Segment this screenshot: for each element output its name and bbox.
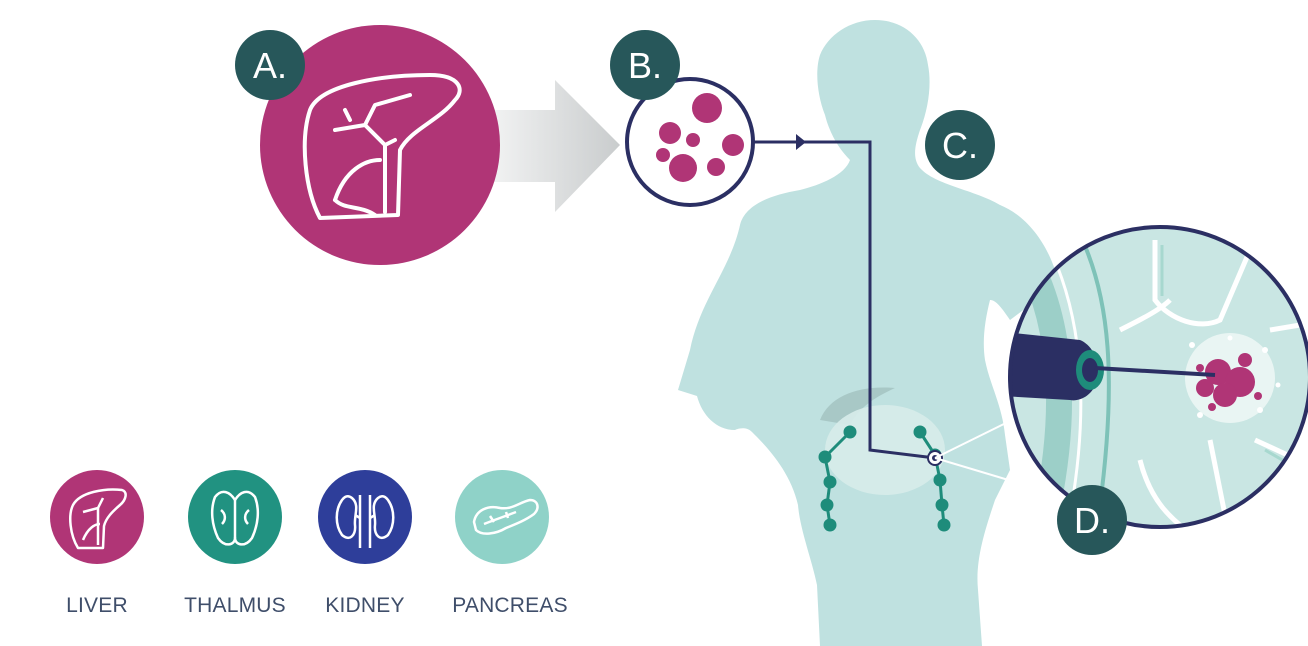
- legend-label-pancreas: PANCREAS: [452, 594, 568, 618]
- step-badge-b: B.: [610, 30, 680, 100]
- legend-kidney: [318, 470, 412, 564]
- step-label-d: D.: [1074, 500, 1110, 541]
- legend-liver: [50, 470, 144, 564]
- legend-label-kidney: KIDNEY: [325, 594, 404, 618]
- legend-thalmus: [188, 470, 282, 564]
- step-label-b: B.: [628, 45, 662, 86]
- legend-label-thalmus: THALMUS: [184, 594, 286, 618]
- legend-pancreas: [455, 470, 549, 564]
- step-badge-c: C.: [925, 110, 995, 180]
- step-label-a: A.: [253, 45, 287, 86]
- step-label-c: C.: [942, 125, 978, 166]
- legend-label-liver: LIVER: [66, 594, 128, 618]
- step-badge-d: D.: [1057, 485, 1127, 555]
- step-badge-a: A.: [235, 30, 305, 100]
